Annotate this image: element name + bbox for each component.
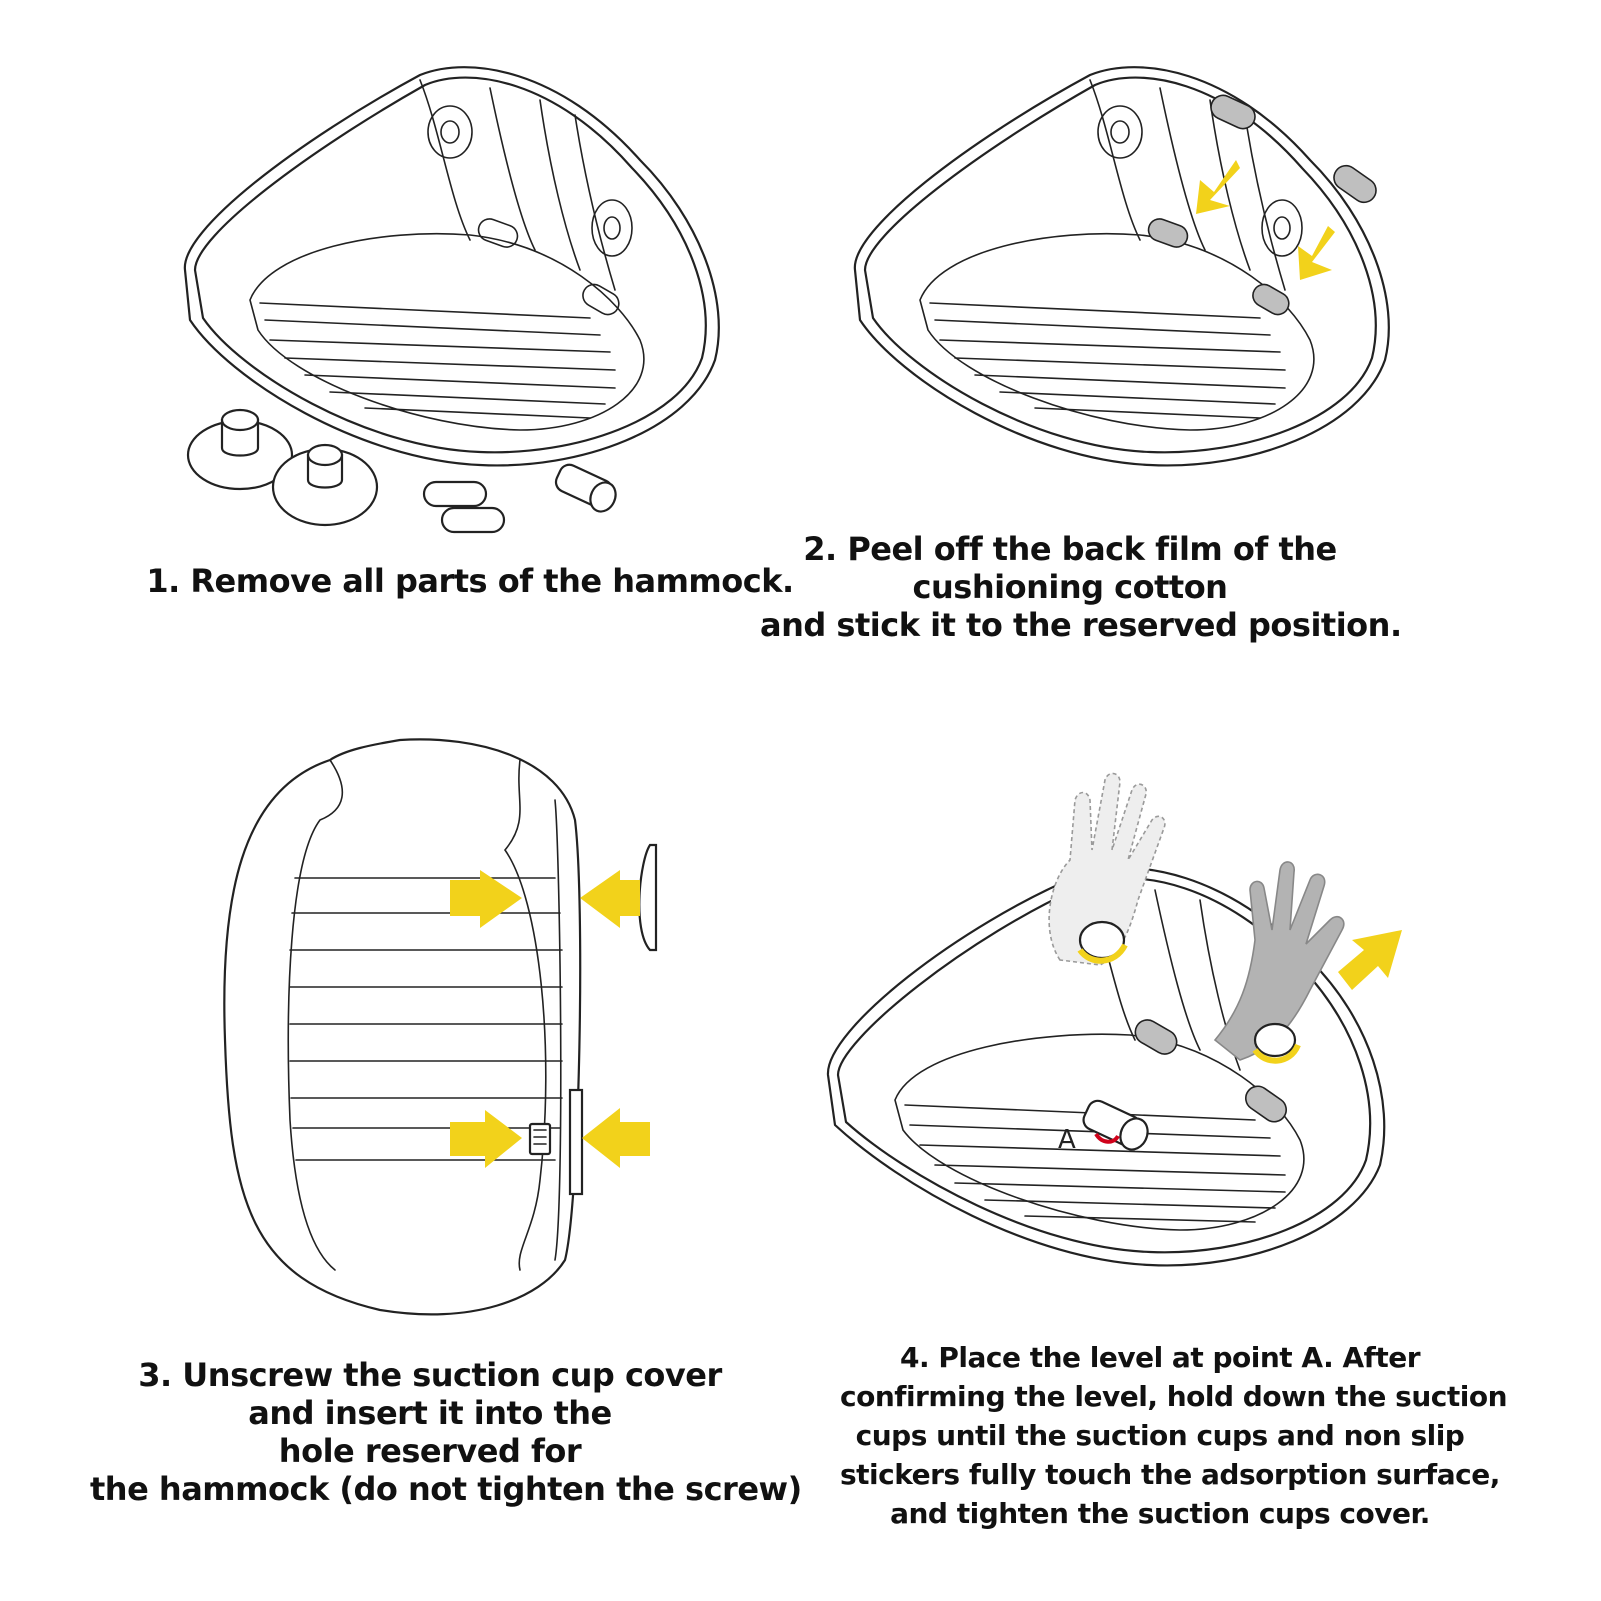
suction-cup-icon [1077, 920, 1301, 1064]
hammock-basket [183, 66, 720, 467]
caption-line: and stick it to the reserved position. [760, 606, 1402, 644]
suction-cup-icon [186, 408, 294, 491]
point-label: A [1058, 1125, 1076, 1155]
hammock-basket [853, 66, 1390, 467]
caption-line: 4. Place the level at point A. After [899, 1341, 1421, 1374]
step-2-caption: 2. Peel off the back film of the cushion… [760, 530, 1402, 644]
push-arrow-icon [1196, 160, 1335, 280]
caption-line: and tighten the suction cups cover. [890, 1497, 1430, 1530]
hammock-basket [223, 738, 582, 1316]
caption-line: 1. Remove all parts of the hammock. [146, 562, 794, 600]
caption-line: 3. Unscrew the suction cup cover [138, 1356, 722, 1394]
caption-line: confirming the level, hold down the suct… [840, 1380, 1508, 1413]
caption-line: cups until the suction cups and non slip [855, 1419, 1465, 1452]
sticker-pad-icon [422, 480, 506, 534]
suction-cup-icon [568, 843, 658, 1196]
step-1-caption: 1. Remove all parts of the hammock. [120, 562, 820, 600]
caption-line: the hammock (do not tighten the screw) [90, 1470, 802, 1508]
caption-line: and insert it into the [248, 1394, 612, 1432]
push-arrow-icon [450, 870, 650, 1168]
step-3-caption: 3. Unscrew the suction cup cover and ins… [90, 1356, 802, 1508]
caption-line: cushioning cotton [912, 568, 1228, 606]
push-arrow-icon [1338, 930, 1402, 990]
hammock-basket [826, 866, 1386, 1267]
sticker-pad-icon [1134, 1019, 1287, 1123]
sticker-pad-icon [1147, 94, 1377, 316]
hand-icon [1048, 772, 1345, 1061]
caption-line: 2. Peel off the back film of the [803, 530, 1337, 568]
level-tool-icon [554, 463, 617, 513]
suction-cup-icon [271, 443, 379, 527]
step-4-caption: 4. Place the level at point A. After con… [840, 1338, 1508, 1533]
caption-line: hole reserved for [278, 1432, 582, 1470]
level-tool-icon [1082, 1099, 1149, 1151]
caption-line: stickers fully touch the adsorption surf… [840, 1458, 1500, 1491]
